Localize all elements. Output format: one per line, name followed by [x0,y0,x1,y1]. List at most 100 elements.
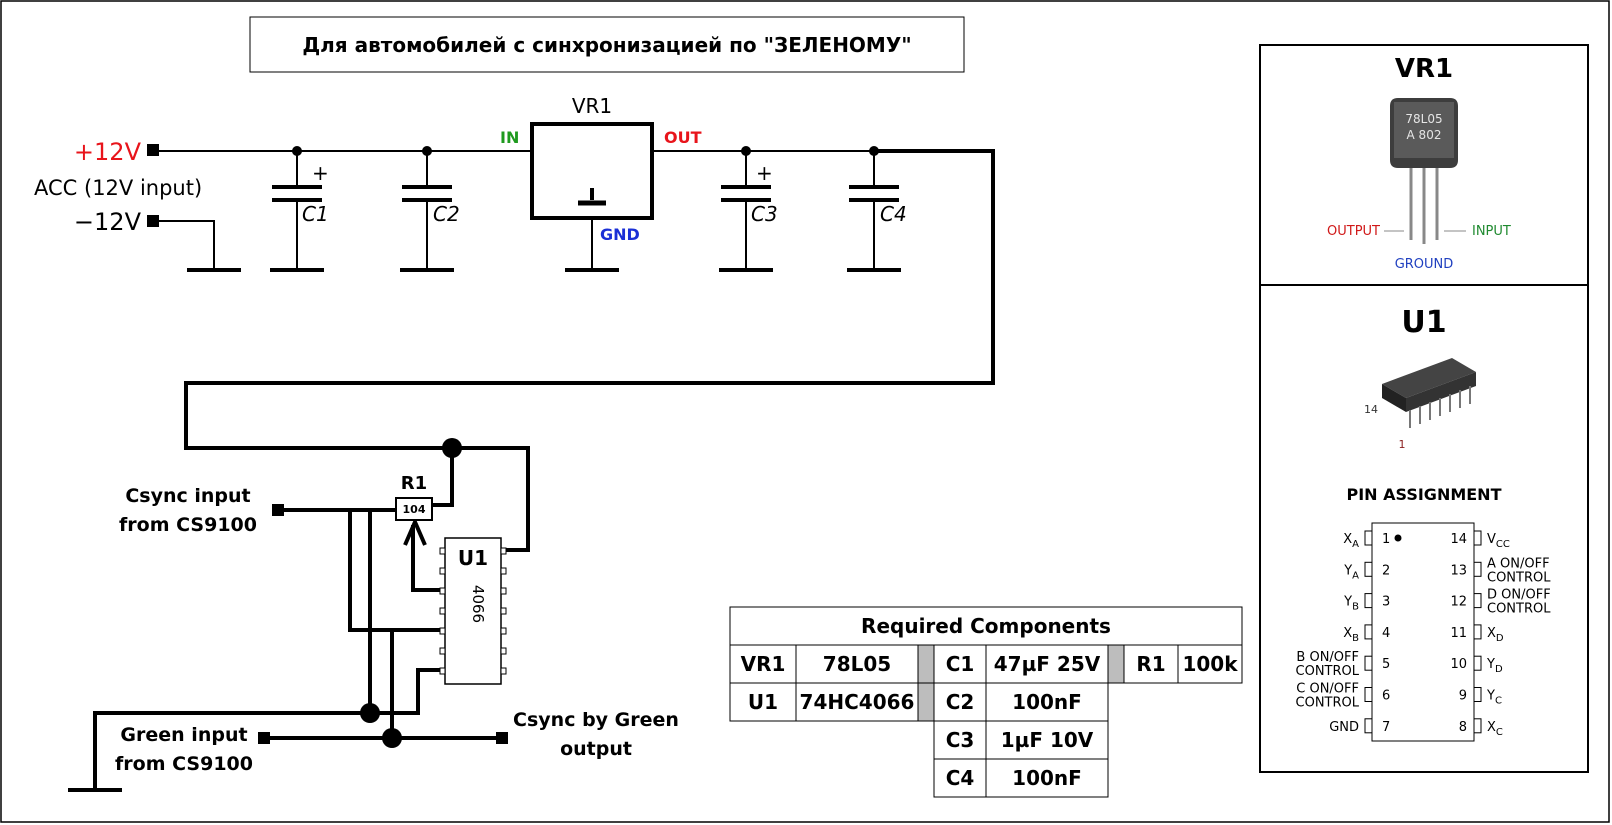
c2-label: C2 [433,202,460,226]
right-pin-8-box [1473,718,1482,734]
left-pin-3-number: 3 [1382,595,1390,610]
table-vr1-value: 78L05 [823,652,891,676]
csync-input-label-2: from CS9100 [119,514,257,536]
vr1-input-label: INPUT [1472,224,1511,239]
u1-label: U1 [458,546,488,570]
right-pin-10-number: 10 [1450,657,1467,672]
title-box: Для автомобилей с синхронизацией по "ЗЕЛ… [249,16,965,73]
table-c4-value: 100nF [1012,766,1082,790]
table-c2-value: 100nF [1012,690,1082,714]
u1-part: 4066 [469,585,487,623]
right-pin-12-number: 12 [1450,595,1467,610]
table-r1-ref: R1 [1136,652,1165,676]
minus12v-label: −12V [74,208,142,236]
chip-u1 [439,537,507,685]
right-pin-9-name: YC [1486,689,1502,707]
page-title: Для автомобилей с синхронизацией по "ЗЕЛ… [302,33,911,57]
c1-plus: + [312,161,329,185]
vr1-label: VR1 [572,94,612,118]
wiper-arrow [403,516,427,546]
u1-panel-title: U1 [1401,305,1446,340]
left-pin-5-box [1364,655,1373,671]
dip-pin14-label: 14 [1364,403,1378,416]
table-u1-ref: U1 [748,690,778,714]
c3-plus: + [756,161,773,185]
csync-output-label-1: Csync by Green [513,709,679,731]
right-pin-13-number: 13 [1450,563,1467,578]
table-c3-value: 1µF 10V [1001,728,1094,752]
pinout-body [1371,522,1475,742]
left-pin-7-name: GND [1329,720,1359,735]
vr1-output-label: OUTPUT [1327,224,1380,239]
right-pin-11-number: 11 [1450,626,1467,641]
r1-label: R1 [401,473,427,494]
left-pin-5-number: 5 [1382,657,1390,672]
vr1-marking-2: A 802 [1407,128,1442,142]
right-pin-9-box [1473,687,1482,702]
left-pin-1-box [1364,530,1373,546]
plus12v-label: +12V [74,138,142,166]
left-pin-6-number: 6 [1382,689,1390,704]
right-pin-11-name: XD [1487,626,1504,644]
vr1-in-label: IN [500,128,519,147]
green-input-label-2: from CS9100 [115,753,253,775]
csync-input-label-1: Csync input [125,485,250,507]
c1-label: C1 [302,202,329,226]
vr1-gnd-label: GND [600,225,640,244]
right-pin-14-number: 14 [1450,532,1467,547]
left-pin-7-box [1364,718,1373,734]
right-pin-8-name: XC [1487,720,1503,738]
table-c4-ref: C4 [946,766,975,790]
table-c1-ref: C1 [946,652,975,676]
left-pin-1-name: XA [1343,532,1359,550]
plus12v-terminal [147,144,159,156]
vr1-out-label: OUT [664,128,702,147]
table-c3-ref: C3 [946,728,975,752]
table-u1-value: 74HC4066 [800,690,915,714]
right-pin-10-box [1473,655,1482,671]
right-pin-11-box [1473,624,1482,640]
green-input-terminal [258,732,270,744]
right-pin-14-box [1473,530,1482,546]
left-pin-3-name: YB [1343,595,1359,613]
minus12v-terminal [147,215,159,227]
left-pin-6-box [1364,687,1373,702]
csync-output-label-2: output [560,738,632,760]
table-c2-ref: C2 [946,690,975,714]
vr1-marking-1: 78L05 [1405,112,1442,126]
vr1-panel-title: VR1 [1395,54,1453,84]
to92-package-image [1390,98,1458,244]
left-pin-4-name: XB [1343,626,1359,644]
power-wires [153,149,995,552]
acc-label: ACC (12V input) [34,176,202,200]
c4-label: C4 [880,202,907,226]
dip-pin1-label: 1 [1399,438,1406,451]
table-vr1-ref: VR1 [741,652,786,676]
c3-label: C3 [751,202,778,226]
left-pin-2-box [1364,561,1373,577]
right-pin-9-number: 9 [1459,689,1467,704]
right-pin-8-number: 8 [1459,720,1467,735]
right-pin-10-name: YD [1486,657,1503,675]
right-pin-12-box [1473,593,1482,609]
left-pin-4-box [1364,624,1373,640]
vr1-ground-label: GROUND [1395,257,1454,272]
left-pin-3-box [1364,593,1373,609]
regulator-vr1 [530,122,654,272]
left-pin-1-number: 1 [1382,532,1390,547]
r1-code: 104 [403,503,426,516]
table-header: Required Components [861,614,1111,638]
table-c1-value: 47µF 25V [994,652,1101,676]
signal-wires [68,438,500,792]
green-input-label-1: Green input [120,724,247,746]
pin1-dot [1394,534,1402,542]
components-table [729,606,1243,798]
csync-output-terminal [496,732,508,744]
left-pin-4-number: 4 [1382,626,1390,641]
